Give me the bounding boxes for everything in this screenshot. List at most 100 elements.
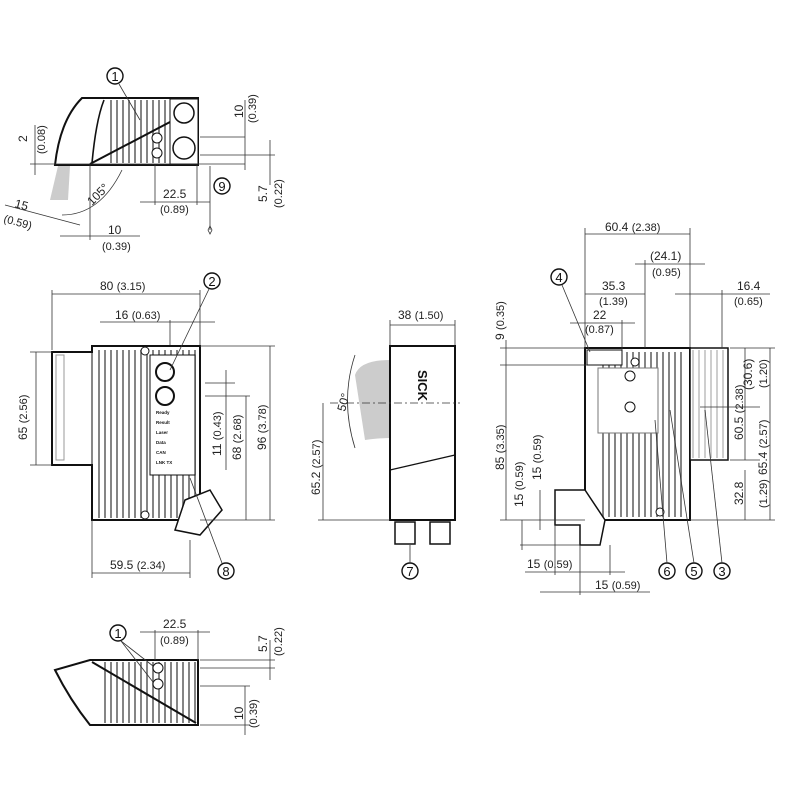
dimension-label: 2: [208, 274, 215, 289]
dimension-label: 22: [593, 308, 607, 322]
dimension-label: (0.22): [273, 627, 285, 656]
dimension-label: 60.4 (2.38): [605, 220, 660, 234]
dimension-label: 5.7: [256, 635, 270, 652]
teach-button[interactable]: [155, 362, 175, 382]
dimension-label: 1: [114, 626, 121, 641]
dimension-label: CAN: [156, 450, 166, 455]
dimension-label: 8: [222, 564, 229, 579]
dimension-label: 59.5 (2.34): [110, 558, 165, 572]
front-view: Ready Result Laser Data CAN LNK TX 2 8 8…: [16, 272, 275, 580]
connector-icon: [174, 489, 223, 536]
right-view: 4 6 5 3 60.4 (2.38) (24.1) (0.95) 35.3 (…: [493, 220, 775, 595]
top-view: 1 9 10 (0.39) 2 (0.08) 22.5 (0.89) 5.7 (…: [2, 67, 285, 253]
dimension-label: (2.57): [311, 440, 323, 469]
callout-7: 7: [401, 562, 419, 580]
dimension-label: 65.4 (2.57): [756, 420, 770, 475]
dimension-label: (3.35): [495, 425, 507, 454]
dimension-label: 65.2 (2.57): [309, 440, 323, 495]
dimension-label: 15: [595, 578, 609, 592]
dimension-label: (0.59): [2, 213, 33, 232]
connector-icon: [554, 489, 606, 546]
dimension-label: 68: [230, 446, 244, 460]
dimension-label: (2.56): [18, 395, 30, 424]
dimension-label: (2.57): [758, 420, 770, 449]
dimension-label: LNK TX: [156, 460, 172, 465]
dimension-label: 38: [398, 308, 412, 322]
dimension-label: 96 (3.78): [255, 405, 269, 450]
dimension-label: (30.6): [741, 359, 755, 390]
dimension-label: 60.4: [605, 220, 629, 234]
dimension-label: 15: [13, 196, 30, 213]
bottom-view: 1 22.5 (0.89) 5.7 (0.22) 10 (0.39): [53, 617, 285, 735]
dimension-label: 3: [718, 564, 725, 579]
dimension-label: 10: [108, 223, 122, 237]
dimension-label: 32.8: [732, 481, 746, 505]
dimension-label: 11 (0.43): [210, 411, 224, 456]
dimension-label: 65 (2.56): [16, 395, 30, 440]
sick-logo: SICK: [415, 370, 430, 402]
trigger-button[interactable]: [155, 386, 175, 406]
connector-icon: [429, 521, 451, 545]
dimension-label: 9: [493, 333, 507, 340]
dimension-label: 96: [255, 436, 269, 450]
dimension-label: Result: [156, 420, 170, 425]
callout-9: 9: [213, 177, 231, 195]
dimension-label: 80: [100, 279, 114, 293]
dimension-label: 11: [210, 443, 224, 456]
dimension-label: 15 (0.59): [512, 462, 526, 507]
dimension-label: (3.15): [117, 281, 146, 293]
dimension-label: (0.63): [132, 310, 161, 322]
dimension-label: 22.5: [163, 187, 187, 201]
dimension-label: 65: [16, 426, 30, 440]
dimension-label: 10: [232, 104, 246, 118]
dimension-label: 65.4: [756, 451, 770, 475]
dimension-label: (24.1): [650, 249, 681, 263]
dimension-label: 85 (3.35): [493, 425, 507, 470]
dimension-label: (0.59): [532, 435, 544, 464]
dimension-label: 10: [232, 706, 246, 720]
dimension-label: 15: [527, 557, 541, 571]
dimension-label: 16 (0.63): [115, 308, 160, 322]
dimension-label: 15 (0.59): [595, 578, 640, 592]
dimension-label: 50°: [334, 391, 352, 412]
dimension-label: 60.5: [732, 416, 746, 440]
dimension-label: 68 (2.68): [230, 415, 244, 460]
dimension-label: 38 (1.50): [398, 308, 443, 322]
dimension-label: 16.4: [737, 279, 761, 293]
dimension-label: 105°: [84, 181, 112, 209]
dimension-label: 9: [218, 179, 225, 194]
dimension-label: (1.50): [415, 310, 444, 322]
dimension-label: (0.95): [652, 267, 681, 279]
dimension-label: (0.43): [212, 411, 224, 440]
callout-2: 2: [203, 272, 221, 290]
dimension-label: (0.65): [734, 296, 763, 308]
dimension-label: 80 (3.15): [100, 279, 145, 293]
dimension-label: 5: [690, 564, 697, 579]
callout-6: 6: [658, 562, 676, 580]
dimension-label: (1.39): [599, 296, 628, 308]
connector-icon: [394, 521, 416, 545]
dimension-label: (2.34): [137, 560, 166, 572]
dimension-label: (2.68): [232, 415, 244, 444]
dimension-label: Ready: [156, 410, 170, 415]
dimension-label: 6: [663, 564, 670, 579]
dimension-label: Laser: [156, 430, 168, 435]
dimension-label: 22.5: [163, 617, 187, 631]
dimension-label: 7: [406, 564, 413, 579]
connector-icon: [173, 102, 195, 124]
callout-4: 4: [550, 268, 568, 286]
side-view: SICK 7 38 (1.50) 50° 65.2 (2.57): [309, 308, 460, 580]
dimension-label: 15 (0.59): [527, 557, 572, 571]
connector-icon: [172, 136, 196, 160]
dimension-label: 1: [111, 69, 118, 84]
dimension-label: (0.35): [495, 301, 507, 330]
dimension-label: 35.3: [602, 279, 626, 293]
callout-8: 8: [217, 562, 235, 580]
dimension-label: (0.39): [102, 241, 131, 253]
dimension-label: (0.39): [247, 94, 259, 123]
dimension-label: 16: [115, 308, 129, 322]
dimension-label: (2.38): [632, 222, 661, 234]
dimension-label: 15: [512, 493, 526, 507]
dimension-label: Data: [156, 440, 166, 445]
